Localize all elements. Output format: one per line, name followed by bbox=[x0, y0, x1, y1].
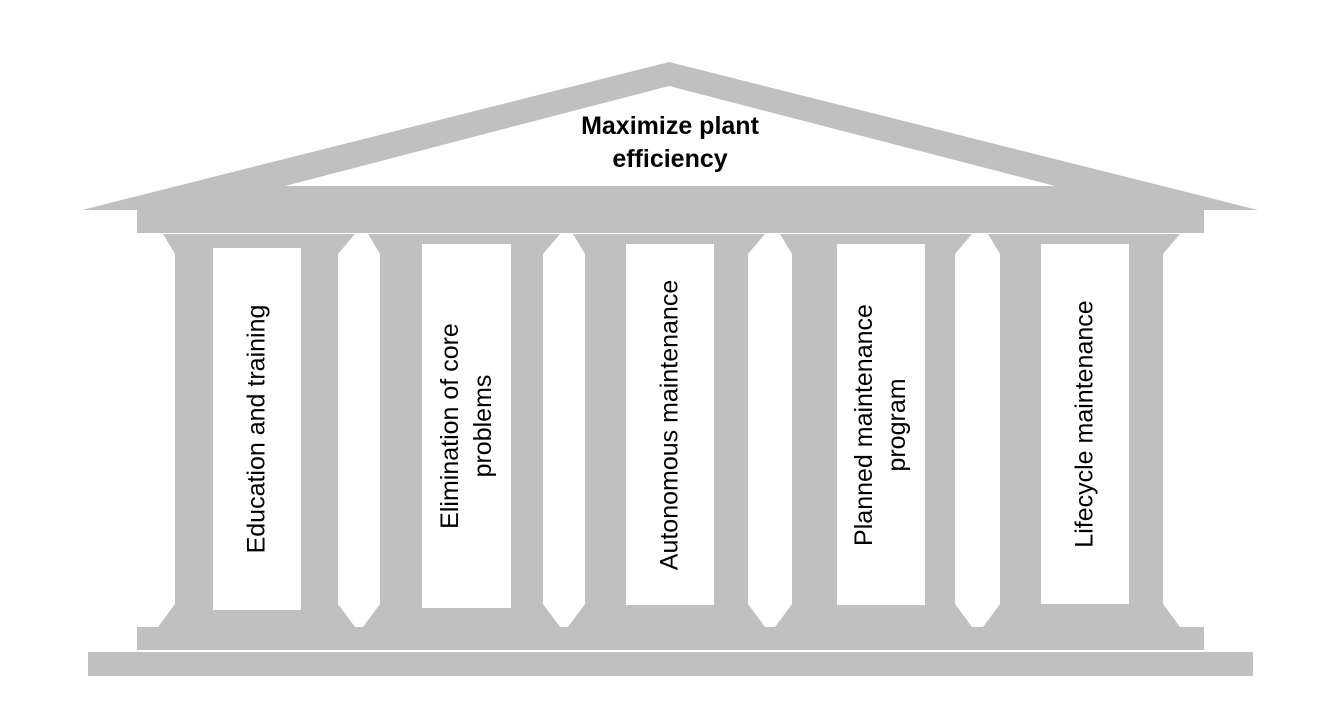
pillar-label-lifecycle: Lifecycle maintenance bbox=[1070, 300, 1099, 548]
pillar-label-core-problems: Elimination of core problems bbox=[435, 323, 497, 529]
pillar-panel-lifecycle: Lifecycle maintenance bbox=[1041, 244, 1129, 604]
entablature-beam bbox=[137, 210, 1204, 233]
pillar-label-autonomous: Autonomous maintenance bbox=[655, 279, 684, 570]
roof-inner-panel bbox=[285, 86, 1055, 186]
pillar-label-education: Education and training bbox=[242, 304, 271, 554]
base-step-upper bbox=[137, 627, 1204, 650]
pillar-label-planned: Planned maintenance program bbox=[850, 303, 911, 546]
pillar-panel-education: Education and training bbox=[213, 248, 301, 610]
pillar-panel-core-problems: Elimination of core problems bbox=[422, 244, 511, 608]
base-step-lower bbox=[88, 652, 1253, 676]
pillar-panel-planned: Planned maintenance program bbox=[837, 244, 925, 605]
pillar-panel-autonomous: Autonomous maintenance bbox=[626, 244, 714, 605]
roof-label: Maximize plant efficiency bbox=[581, 112, 759, 173]
